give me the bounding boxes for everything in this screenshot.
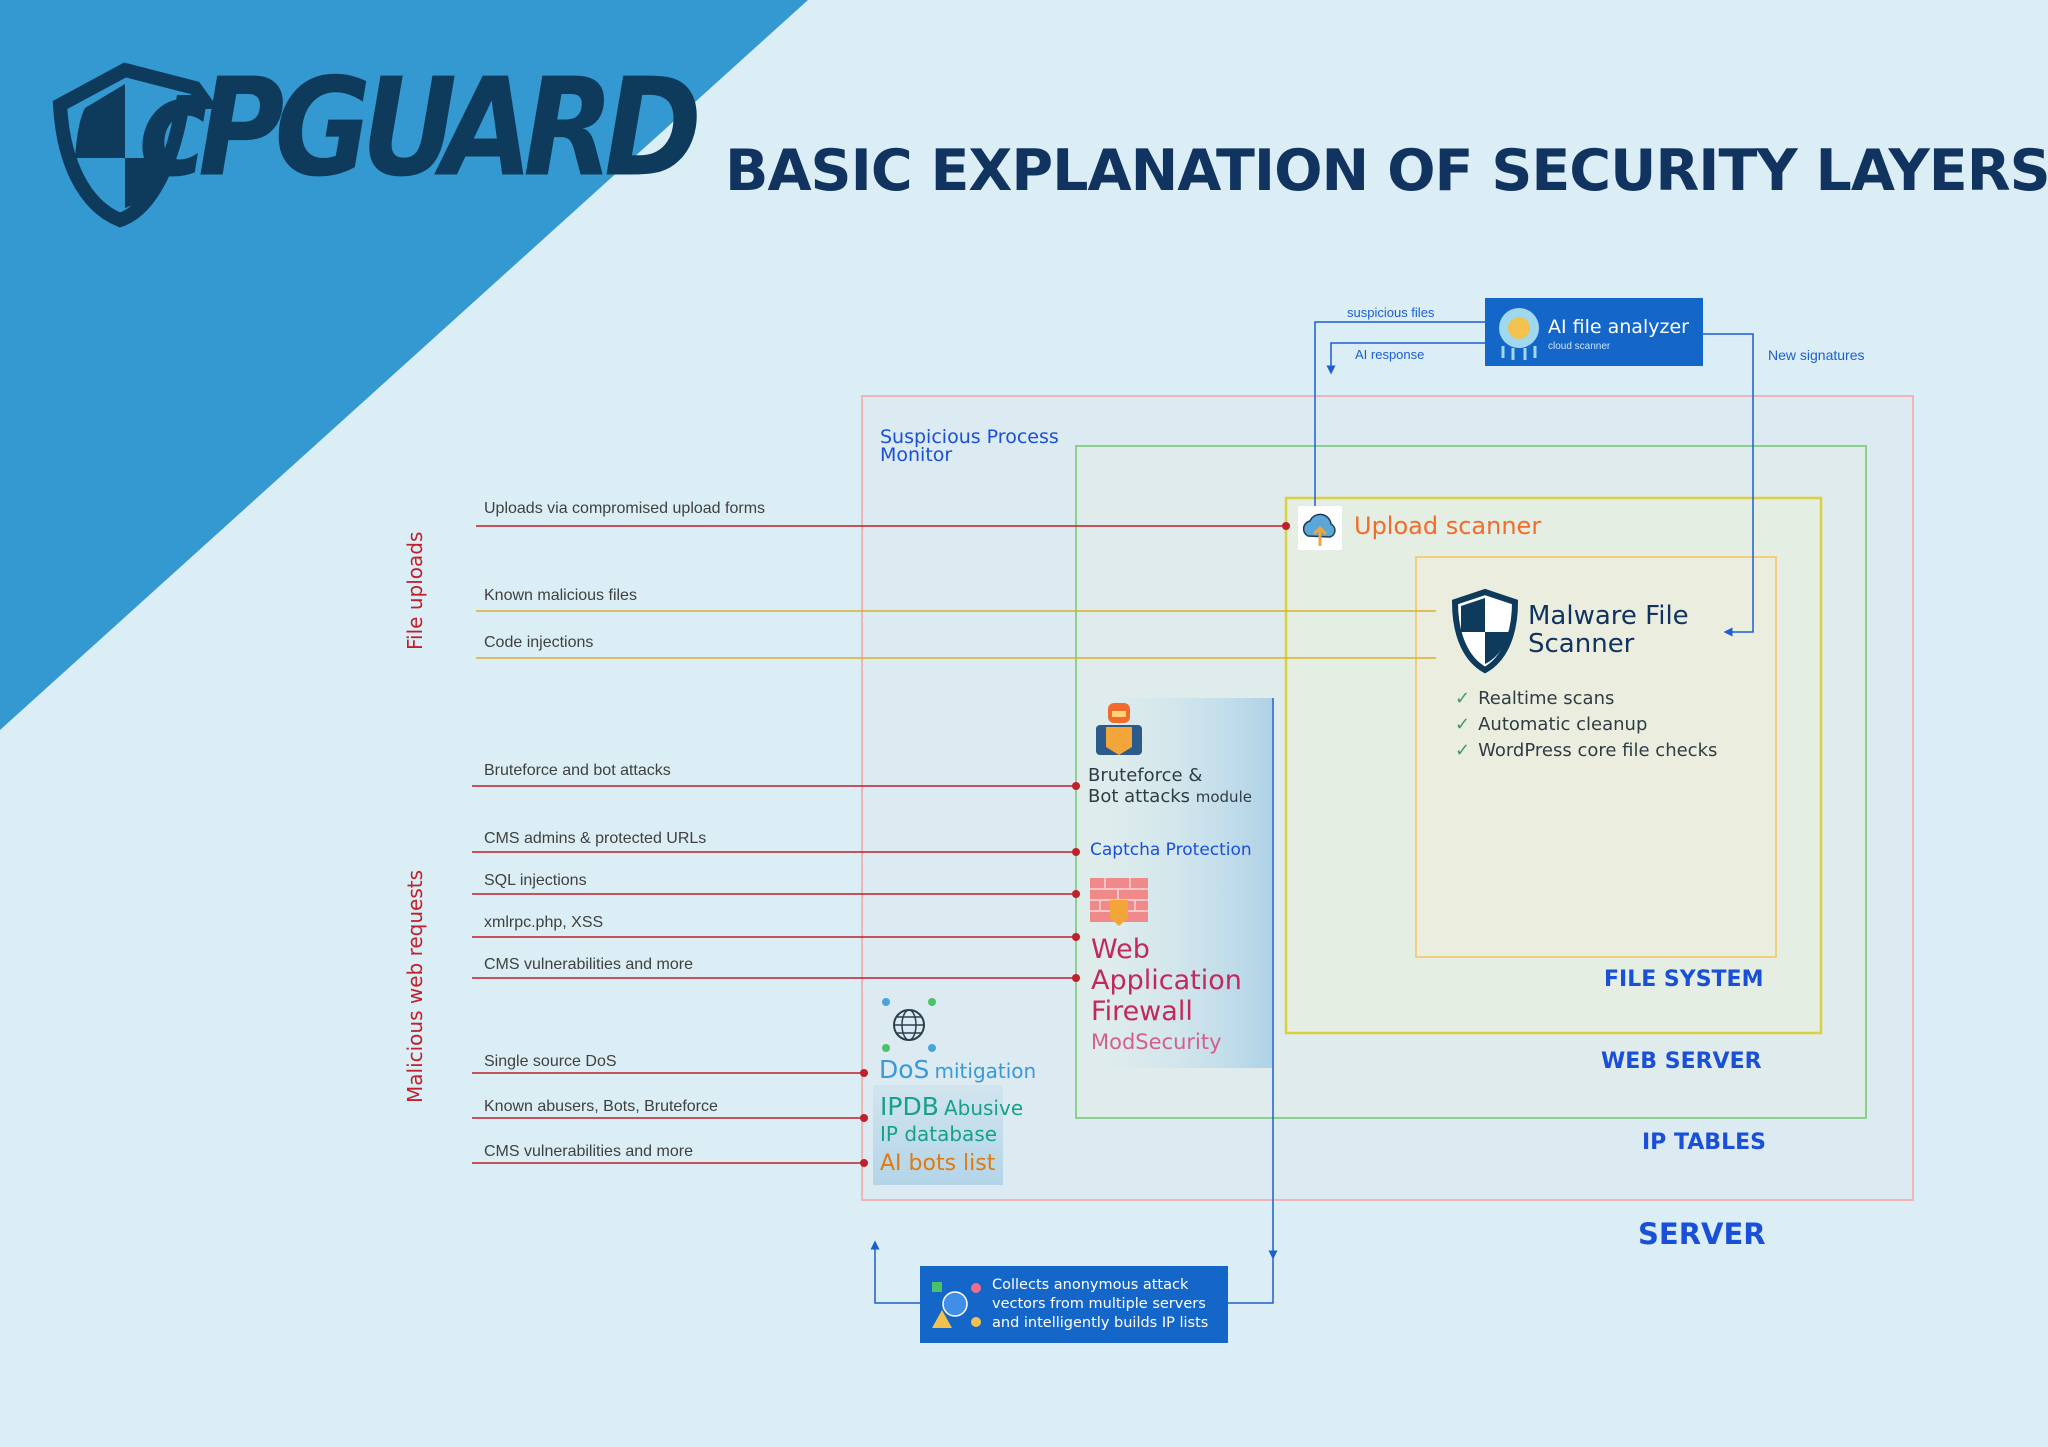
collector-text: Collects anonymous attack vectors from m…: [992, 1276, 1208, 1333]
ai-analyzer-title: AI file analyzer: [1548, 316, 1689, 338]
brain-cloud-icon: [1499, 308, 1539, 360]
collector-line1: Collects anonymous attack: [992, 1277, 1189, 1293]
file-system-label: FILE SYSTEM: [1604, 967, 1764, 992]
ipdb-rest: Abusive: [943, 1096, 1024, 1120]
threat-label: Known abusers, Bots, Bruteforce: [484, 1098, 718, 1115]
bruteforce-suffix: module: [1195, 788, 1252, 806]
ipdb-main: IPDB: [880, 1092, 939, 1121]
ipdb-label: IPDB Abusive: [880, 1092, 1023, 1121]
modsecurity-label: ModSecurity: [1091, 1030, 1222, 1054]
malware-features-list: ✓ Realtime scans ✓ Automatic cleanup ✓ Word…: [1455, 686, 1717, 764]
page-title: BASIC EXPLANATION OF SECURITY LAYERS: [725, 138, 2048, 204]
firewall-icon: [1090, 878, 1148, 926]
bruteforce-module-label: Bruteforce & Bot attacks module: [1088, 765, 1252, 808]
ipdb-line2: IP database: [880, 1122, 998, 1146]
threat-label: CMS admins & protected URLs: [484, 830, 707, 847]
ai-analyzer-subtitle: cloud scanner: [1548, 341, 1611, 352]
threat-label: CMS vulnerabilities and more: [484, 1143, 693, 1160]
malicious-web-requests-label: Malicious web requests: [403, 869, 427, 1103]
feature-item: ✓ Automatic cleanup: [1455, 712, 1717, 738]
ip-tables-label: IP TABLES: [1642, 1130, 1766, 1155]
robot-icon: [1096, 703, 1142, 755]
bruteforce-line1: Bruteforce &: [1088, 765, 1203, 786]
dos-rest: mitigation: [934, 1059, 1037, 1083]
threat-label: Uploads via compromised upload forms: [484, 500, 766, 517]
waf-line1: Web: [1091, 934, 1150, 965]
feature-item: ✓ WordPress core file checks: [1455, 738, 1717, 764]
collector-box: [920, 1266, 1228, 1343]
collector-line2: vectors from multiple servers: [992, 1296, 1206, 1312]
collector-line3: and intelligently builds IP lists: [992, 1315, 1209, 1331]
feature-text: WordPress core file checks: [1478, 740, 1718, 761]
check-icon: ✓: [1455, 740, 1471, 761]
shield-logo-icon: [52, 62, 219, 228]
feature-item: ✓ Realtime scans: [1455, 686, 1717, 712]
web-server-label: WEB SERVER: [1601, 1049, 1762, 1074]
logo-wordmark: cPGUARD: [138, 48, 702, 207]
new-signatures-label: New signatures: [1768, 347, 1865, 363]
threat-label: xmlrpc.php, XSS: [484, 914, 604, 931]
check-icon: ✓: [1455, 688, 1471, 709]
captcha-label: Captcha Protection: [1090, 840, 1252, 860]
bruteforce-line2: Bot attacks: [1088, 786, 1191, 807]
feature-text: Automatic cleanup: [1478, 714, 1648, 735]
threat-label: Known malicious files: [484, 587, 637, 604]
malware-scanner-title-line1: Malware File: [1528, 601, 1689, 631]
threat-label: Bruteforce and bot attacks: [484, 762, 671, 779]
feature-text: Realtime scans: [1478, 688, 1615, 709]
ai-network-icon: [932, 1282, 981, 1328]
waf-line3: Firewall: [1091, 996, 1193, 1027]
globe-network-icon: [882, 998, 936, 1052]
threat-label: Single source DoS: [484, 1053, 617, 1070]
ai-bots-label: AI bots list: [880, 1151, 996, 1176]
threat-label: CMS vulnerabilities and more: [484, 956, 693, 973]
waf-line2: Application: [1091, 965, 1242, 996]
shield-icon: [1451, 588, 1519, 674]
threat-label: Code injections: [484, 634, 594, 651]
dos-main: DoS: [879, 1055, 930, 1084]
upload-scanner-label: Upload scanner: [1354, 512, 1542, 540]
ip-panel: [873, 1085, 1003, 1185]
corner-banner: [0, 0, 808, 730]
malware-scanner-title-line2: Scanner: [1528, 629, 1635, 659]
suspicious-files-label: suspicious files: [1347, 305, 1435, 320]
ai-response-label: AI response: [1355, 347, 1425, 362]
waf-label: Web Application Firewall: [1091, 934, 1242, 1027]
server-label: SERVER: [1638, 1217, 1766, 1251]
threat-label: SQL injections: [484, 872, 587, 889]
process-monitor-label: Suspicious Process Monitor: [880, 426, 1059, 466]
dos-mitigation-label: DoS mitigation: [879, 1055, 1036, 1084]
file-uploads-label: File uploads: [403, 531, 427, 650]
malware-scanner-title: Malware File Scanner: [1528, 602, 1689, 658]
check-icon: ✓: [1455, 714, 1471, 735]
cloud-upload-icon: [1298, 506, 1342, 550]
